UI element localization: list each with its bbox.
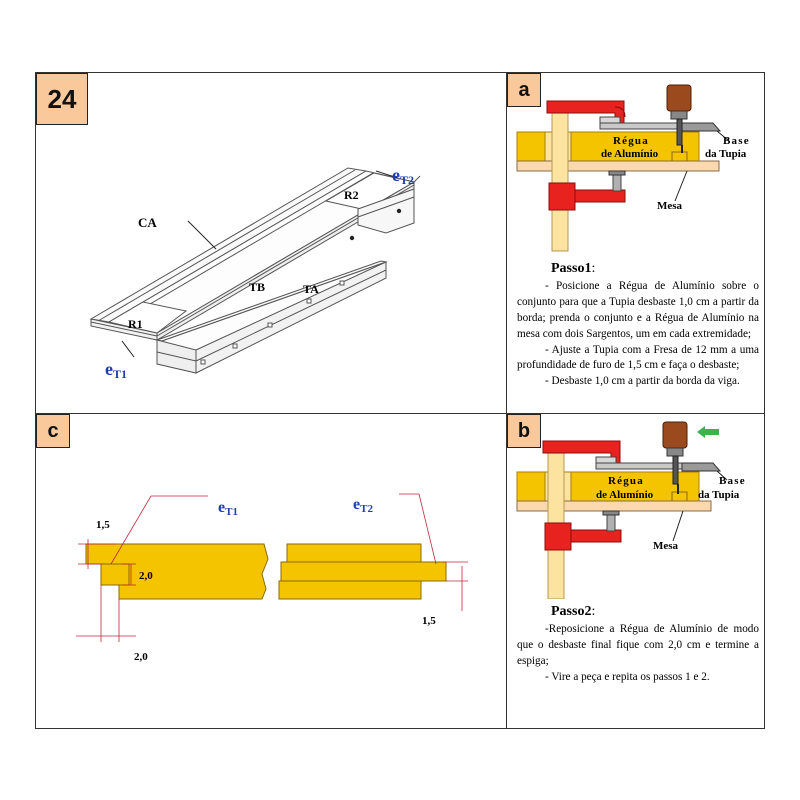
label-c-et1: eT1	[218, 499, 238, 518]
step1-line-2: - Ajuste a Tupia com a Fresa de 12 mm a …	[517, 343, 759, 372]
panel-c: c 1,5 2,0 2,0	[35, 413, 508, 729]
step2-line-1: -Reposicione a Régua de Alumínio de modo…	[517, 622, 759, 667]
step2-title: Passo2:	[551, 604, 596, 619]
step2-line-2: - Vire a peça e repita os passos 1 e 2.	[545, 670, 710, 683]
notch-r1	[107, 301, 188, 334]
step1-line-3: - Desbaste 1,0 cm a partir da borda da v…	[545, 375, 740, 388]
label-tb: TB	[249, 280, 265, 294]
label-et1: eT1	[105, 359, 127, 381]
label-mesa-a: Mesa	[657, 200, 683, 212]
tenon-cross-section: 1,5 2,0 2,0 1,5 eT1 eT2	[76, 493, 468, 663]
dim-bottom: 2,0	[134, 651, 148, 663]
panel-c-tag: c	[36, 414, 70, 448]
panel-b-tag: b	[507, 414, 541, 448]
beam-isometric-drawing: CA R2 TB TA R1 eT2 eT1	[89, 165, 421, 381]
label-r1: R1	[128, 317, 143, 331]
step1-title: Passo1:	[551, 261, 596, 276]
figure-number: 24	[36, 73, 88, 125]
panel-a-tag: a	[507, 73, 541, 107]
right-beam-bottom	[278, 580, 422, 600]
right-beam-tenon	[280, 561, 447, 582]
step1-line-1: - Posicione a Régua de Alumínio sobre o …	[517, 279, 759, 340]
dim-mid: 2,0	[139, 570, 153, 582]
main-panel: 24	[35, 72, 508, 415]
right-beam-top	[286, 543, 422, 563]
direction-arrow	[697, 426, 719, 438]
step1-text: Passo1: - Posicione a Régua de Alumínio …	[517, 259, 759, 390]
step2-text: Passo2: -Reposicione a Régua de Alumínio…	[517, 602, 759, 686]
dim-right: 1,5	[422, 615, 436, 627]
label-et2: eT2	[392, 165, 414, 187]
dim-top-left: 1,5	[96, 519, 110, 531]
label-ta: TA	[303, 282, 319, 296]
label-ca: CA	[138, 215, 157, 230]
label-c-et2: eT2	[353, 496, 373, 515]
label-mesa-b: Mesa	[653, 540, 679, 552]
label-r2: R2	[344, 188, 359, 202]
